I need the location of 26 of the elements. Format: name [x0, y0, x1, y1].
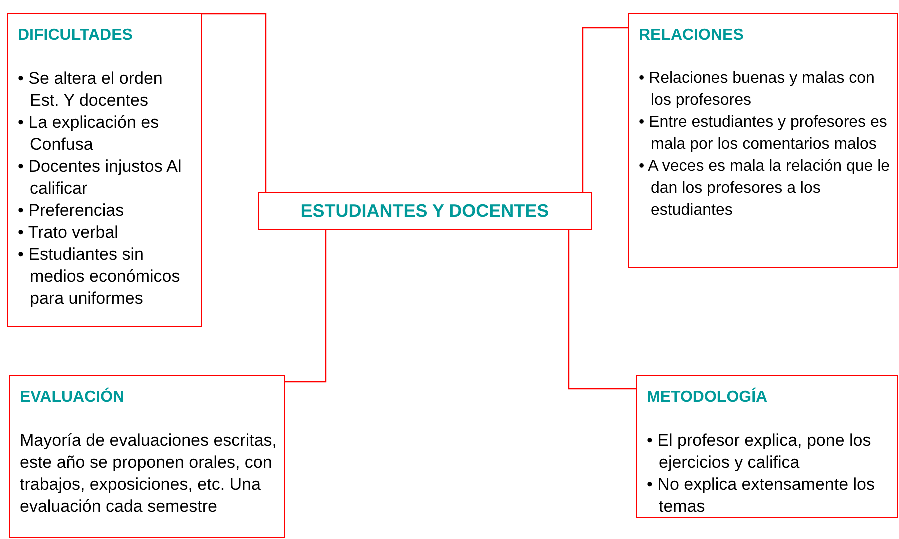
bullet-item: • Se altera el orden Est. Y docentes — [18, 68, 164, 112]
connector-line — [568, 230, 636, 390]
bullet-item: • No explica extensamente los temas — [647, 474, 876, 518]
category-title: METODOLOGÍA — [647, 386, 769, 408]
category-title: RELACIONES — [639, 26, 745, 46]
body-text: Mayoría de evaluaciones escritas, este año se proponen orales, con trabajos, exposiciones, etc. Una evaluación cada semestre — [20, 430, 278, 518]
category-box — [628, 13, 898, 268]
category-title: EVALUACIÓN — [20, 386, 126, 408]
connector-line — [202, 13, 267, 192]
bullet-item: • Docentes injustos Al calificar — [18, 156, 183, 200]
topic-title: ESTUDIANTES Y DOCENTES — [300, 200, 550, 222]
bullet-item: • Relaciones buenas y malas con los profesores — [639, 69, 876, 111]
topic-box — [258, 192, 592, 230]
bullet-item: • Estudiantes sin medios económicos para uniformes — [18, 244, 182, 310]
category-box — [9, 375, 285, 538]
bullet-item: • El profesor explica, pone los ejercicios y califica — [647, 430, 872, 474]
category-box — [636, 375, 898, 518]
category-box — [7, 13, 202, 327]
bullet-item: • A veces es mala la relación que le dan los profesores a los estudiantes — [639, 157, 892, 221]
bullet-item: • La explicación es Confusa — [18, 112, 160, 156]
bullet-item: • Preferencias — [18, 200, 126, 222]
bullet-item: • Entre estudiantes y profesores es mala por los comentarios malos — [639, 113, 888, 155]
connector-line — [285, 230, 327, 383]
category-title: DIFICULTADES — [18, 26, 134, 46]
connector-line — [582, 27, 628, 192]
bullet-item: • Trato verbal — [18, 222, 120, 244]
